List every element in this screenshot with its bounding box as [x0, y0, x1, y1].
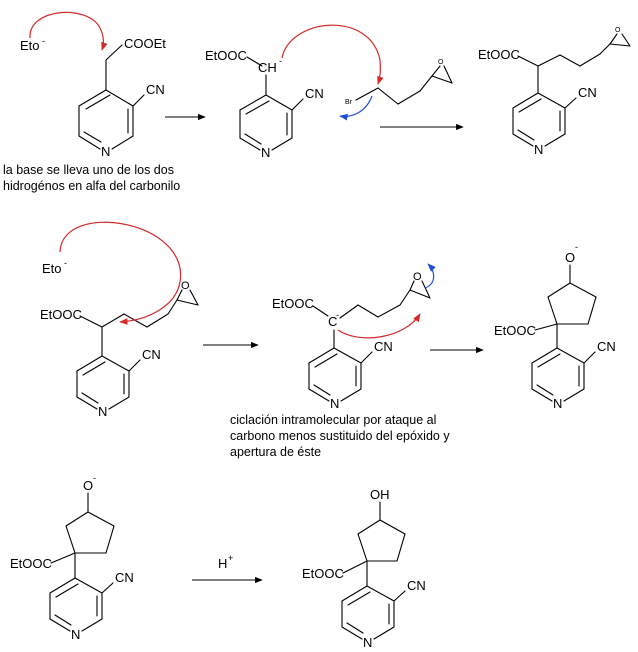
pyridine-n: N	[534, 142, 543, 157]
ester-label: EtOOC	[40, 307, 82, 322]
epoxide-o: O	[181, 280, 190, 292]
alkylated-product: EtOOC O N CN	[478, 27, 631, 157]
ester-label: EtOOC	[302, 566, 344, 581]
cyclopentoxide-product: O - EtOOC N CN	[494, 242, 616, 411]
nitrile-label: CN	[597, 339, 616, 354]
nitrile-label: CN	[142, 347, 161, 362]
epoxide-o: O	[615, 27, 621, 34]
final-alcohol-product: OH EtOOC N CN	[302, 487, 426, 650]
nitrile-label: CN	[578, 85, 597, 100]
ester-label: COOEt	[124, 36, 166, 51]
step2-note-line1: ciclación intramolecular por ataque al	[230, 413, 436, 427]
pyridine-n: N	[101, 144, 110, 159]
bromo-epoxide: Br O	[339, 59, 453, 121]
step1-note-line1: la base se lleva uno de los dos	[3, 163, 174, 177]
pyridine-n: N	[261, 145, 270, 160]
nitrile-label: CN	[374, 339, 393, 354]
alkoxide-o: O	[565, 250, 575, 265]
pyridine-n: N	[553, 396, 562, 411]
ester-label: EtOOC	[478, 47, 520, 62]
step2-note-line3: apertura de éste	[230, 445, 321, 459]
cyclopentoxide-repeat: O - EtOOC N CN	[10, 473, 134, 642]
ester-label: EtOOC	[205, 48, 247, 63]
ethoxide-label: Eto	[42, 261, 62, 276]
nitrile-label: CN	[146, 82, 165, 97]
pyridine-n: N	[98, 404, 107, 419]
carbanion-intermediate: EtOOC CH - N CN	[205, 24, 384, 160]
step1-note-line2: hidrogénos en alfa del carbonilo	[3, 179, 180, 193]
ethoxide-label: Eto	[20, 38, 40, 53]
nitrile-label: CN	[115, 570, 134, 585]
proton-label: H	[218, 556, 227, 571]
charge-sign: -	[64, 258, 67, 268]
step2-note-line2: carbono menos sustituido del epóxido y	[230, 429, 450, 443]
pyridine-n: N	[330, 396, 339, 411]
charge-sign: -	[279, 56, 282, 66]
charge-sign: +	[228, 553, 233, 563]
epoxide-o: O	[413, 271, 422, 283]
alkylated-product-2: Eto - EtOOC O N CN	[40, 221, 199, 419]
nitrile-label: CN	[305, 86, 324, 101]
starting-material: Eto - COOEt N CN	[20, 11, 166, 159]
ester-label: EtOOC	[10, 556, 52, 571]
carbanion-label: C	[328, 314, 337, 329]
hydroxyl-label: OH	[370, 487, 390, 502]
charge-sign: -	[575, 242, 578, 252]
carbanion-intermediate-2: EtOOC C - O N CN	[272, 263, 436, 411]
pyridine-n: N	[363, 635, 372, 650]
pyridine-n: N	[71, 627, 80, 642]
bromine-label: Br	[345, 99, 353, 106]
ester-label: EtOOC	[494, 323, 536, 338]
epoxide-o: O	[438, 59, 444, 66]
alkoxide-o: O	[83, 478, 93, 493]
carbanion-label: CH	[258, 60, 277, 75]
nitrile-label: CN	[407, 578, 426, 593]
charge-sign: -	[42, 36, 45, 46]
charge-sign: -	[336, 310, 339, 320]
charge-sign: -	[93, 473, 96, 483]
ester-label: EtOOC	[272, 296, 314, 311]
